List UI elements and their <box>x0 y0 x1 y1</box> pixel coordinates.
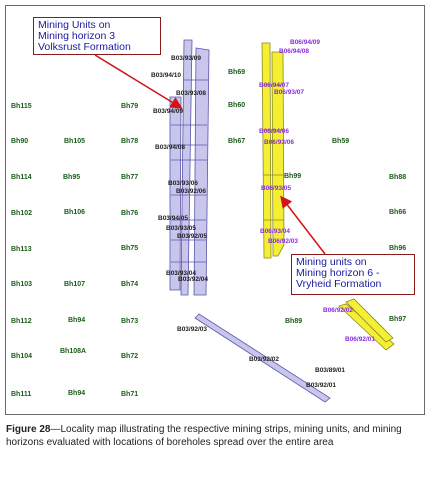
borehole-label[interactable]: Bh102 <box>11 210 32 217</box>
mining-unit-label[interactable]: B03/89/01 <box>315 367 345 374</box>
borehole-label[interactable]: Bh94 <box>68 390 85 397</box>
mining-unit-label[interactable]: B06/93/07 <box>274 89 304 96</box>
mining-unit-label[interactable]: B03/92/05 <box>177 233 207 240</box>
figure-caption: Figure 28—Locality map illustrating the … <box>6 424 426 449</box>
horizon3-strip[interactable] <box>194 313 331 403</box>
borehole-label[interactable]: Bh77 <box>121 174 138 181</box>
callout-horizon3: Mining Units on Mining horizon 3 Volksru… <box>33 17 161 55</box>
borehole-label[interactable]: Bh108A <box>60 348 86 355</box>
borehole-label[interactable]: Bh79 <box>121 103 138 110</box>
borehole-label[interactable]: Bh60 <box>228 102 245 109</box>
mining-unit-label[interactable]: B06/94/06 <box>259 128 289 135</box>
borehole-label[interactable]: Bh59 <box>332 138 349 145</box>
mining-unit-label[interactable]: B03/92/01 <box>306 382 336 389</box>
borehole-label[interactable]: Bh97 <box>389 316 406 323</box>
horizon3-unit-labels: B03/93/09 B03/94/10 B03/93/08 B03/94/09 … <box>151 55 345 389</box>
mining-unit-label[interactable]: B03/93/05 <box>166 225 196 232</box>
callout-arrow-horizon6 <box>280 195 326 255</box>
borehole-label[interactable]: Bh67 <box>228 138 245 145</box>
borehole-label[interactable]: Bh89 <box>285 318 302 325</box>
mining-unit-label[interactable]: B06/92/01 <box>345 336 375 343</box>
horizon6-unit-labels: B06/94/09 B06/94/08 B06/94/07 B06/93/07 … <box>259 39 375 343</box>
borehole-label[interactable]: Bh69 <box>228 69 245 76</box>
borehole-label[interactable]: Bh72 <box>121 353 138 360</box>
mining-unit-label[interactable]: B03/92/06 <box>176 188 206 195</box>
horizon6-strip[interactable] <box>261 42 272 259</box>
borehole-label[interactable]: Bh95 <box>63 174 80 181</box>
figure-label: Figure 28 <box>6 424 51 435</box>
borehole-label[interactable]: Bh105 <box>64 138 85 145</box>
horizon6-strip[interactable] <box>338 303 395 351</box>
horizon3-strips <box>169 39 331 403</box>
borehole-label[interactable]: Bh103 <box>11 281 32 288</box>
mining-unit-label[interactable]: B03/94/05 <box>158 215 188 222</box>
horizon3-strip[interactable] <box>193 47 210 296</box>
borehole-label[interactable]: Bh106 <box>64 209 85 216</box>
borehole-label[interactable]: Bh107 <box>64 281 85 288</box>
borehole-label[interactable]: Bh94 <box>68 317 85 324</box>
mining-unit-label[interactable]: B06/92/03 <box>268 238 298 245</box>
figure-caption-text: —Locality map illustrating the respectiv… <box>6 424 402 448</box>
mining-unit-label[interactable]: B06/92/02 <box>323 307 353 314</box>
borehole-label[interactable]: Bh78 <box>121 138 138 145</box>
mining-unit-label[interactable]: B06/93/06 <box>264 139 294 146</box>
mining-unit-label[interactable]: B03/92/02 <box>249 356 279 363</box>
mining-unit-label[interactable]: B03/93/09 <box>171 55 201 62</box>
borehole-label[interactable]: Bh96 <box>389 245 406 252</box>
locality-map: Bh115 Bh79 Bh69 Bh60 Bh90 Bh105 Bh78 Bh6… <box>11 39 406 403</box>
mining-unit-label[interactable]: B03/94/08 <box>155 144 185 151</box>
callout-arrow-horizon3 <box>94 54 183 109</box>
mining-unit-label[interactable]: B03/93/04 <box>166 270 196 277</box>
borehole-label[interactable]: Bh71 <box>121 391 138 398</box>
borehole-label[interactable]: Bh114 <box>11 174 32 181</box>
mining-unit-label[interactable]: B06/93/05 <box>261 185 291 192</box>
borehole-label[interactable]: Bh112 <box>11 318 32 325</box>
borehole-label[interactable]: Bh115 <box>11 103 32 110</box>
mining-unit-label[interactable]: B03/92/04 <box>178 276 208 283</box>
mining-unit-label[interactable]: B03/93/08 <box>176 90 206 97</box>
borehole-label[interactable]: Bh104 <box>11 353 32 360</box>
mining-unit-label[interactable]: B03/94/10 <box>151 72 181 79</box>
borehole-label[interactable]: Bh88 <box>389 174 406 181</box>
borehole-label[interactable]: Bh99 <box>284 173 301 180</box>
mining-unit-label[interactable]: B03/92/03 <box>177 326 207 333</box>
borehole-label[interactable]: Bh73 <box>121 318 138 325</box>
horizon3-strip[interactable] <box>180 39 193 296</box>
horizon6-strip[interactable] <box>345 298 394 343</box>
borehole-label[interactable]: Bh66 <box>389 209 406 216</box>
borehole-label[interactable]: Bh90 <box>11 138 28 145</box>
borehole-label[interactable]: Bh76 <box>121 210 138 217</box>
mining-unit-label[interactable]: B03/94/09 <box>153 108 183 115</box>
borehole-labels: Bh115 Bh79 Bh69 Bh60 Bh90 Bh105 Bh78 Bh6… <box>11 69 406 398</box>
mining-unit-label[interactable]: B03/93/06 <box>168 180 198 187</box>
borehole-label[interactable]: Bh74 <box>121 281 138 288</box>
map-frame <box>5 5 425 415</box>
borehole-label[interactable]: Bh75 <box>121 245 138 252</box>
borehole-label[interactable]: Bh113 <box>11 246 32 253</box>
borehole-label[interactable]: Bh111 <box>11 391 31 398</box>
mining-unit-label[interactable]: B06/94/07 <box>259 82 289 89</box>
callout-horizon6: Mining units on Mining horizon 6 - Vryhe… <box>291 254 415 295</box>
mining-unit-label[interactable]: B06/94/09 <box>290 39 320 46</box>
mining-unit-label[interactable]: B06/93/04 <box>260 228 290 235</box>
mining-unit-label[interactable]: B06/94/08 <box>279 48 309 55</box>
